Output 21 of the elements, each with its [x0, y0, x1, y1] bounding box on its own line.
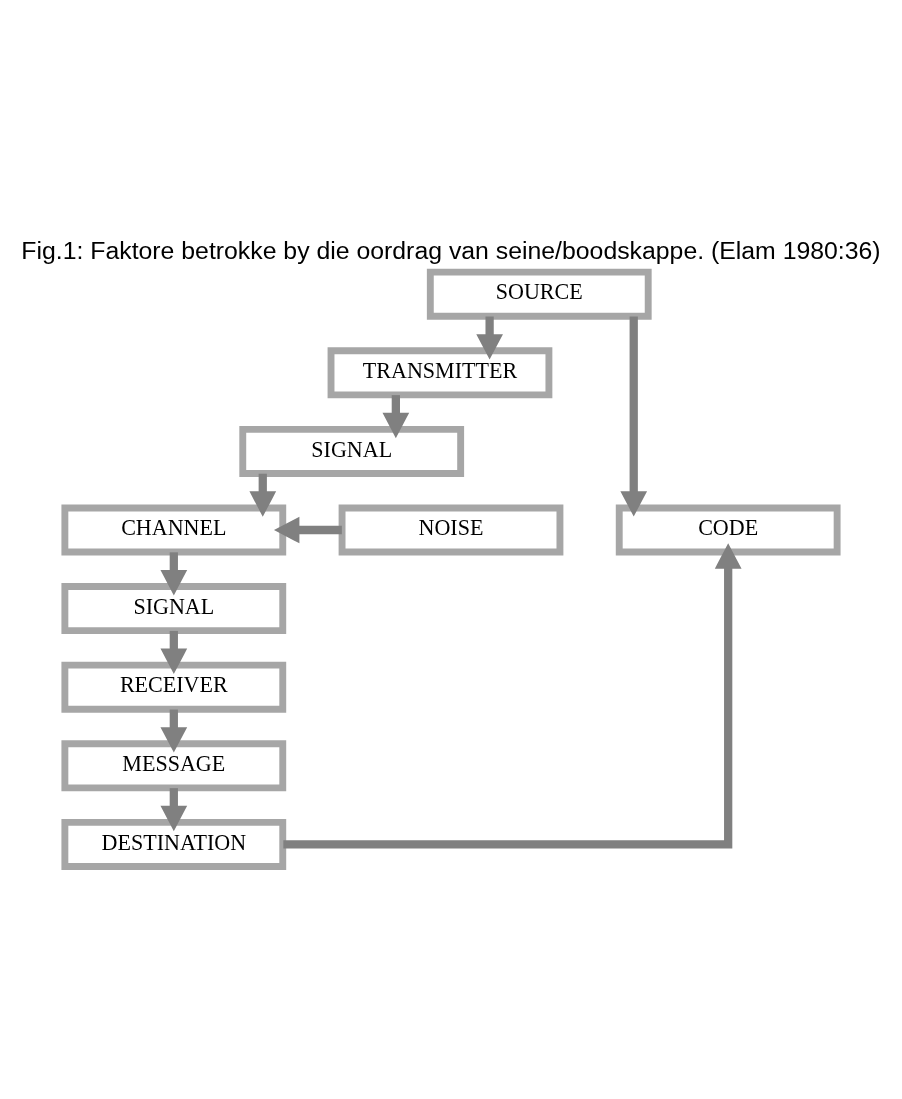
- arrow: [273, 516, 342, 543]
- arrow: [382, 394, 410, 438]
- node-box: DESTINATION: [61, 818, 287, 870]
- diagram-title: Fig.1: Faktore betrokke by die oordrag van seine/boodskappe. (Elam 1980:36): [21, 236, 881, 264]
- arrow: [476, 316, 503, 360]
- arrow: [160, 551, 188, 595]
- node-box: SOURCE: [426, 268, 652, 320]
- arrow: [620, 315, 648, 517]
- node-box: TRANSMITTER: [327, 346, 553, 398]
- arrow: [283, 542, 742, 849]
- node-box: RECEIVER: [61, 661, 287, 713]
- arrow: [160, 630, 188, 674]
- node-box: MESSAGE: [61, 739, 287, 791]
- node-box: CODE: [615, 504, 841, 556]
- node-box: NOISE: [338, 504, 564, 556]
- node-box: SIGNAL: [61, 582, 287, 634]
- arrow: [249, 473, 277, 517]
- node-box: CHANNEL: [61, 504, 287, 556]
- arrow: [160, 709, 188, 753]
- node-box: SIGNAL: [239, 425, 465, 477]
- arrow: [160, 787, 188, 831]
